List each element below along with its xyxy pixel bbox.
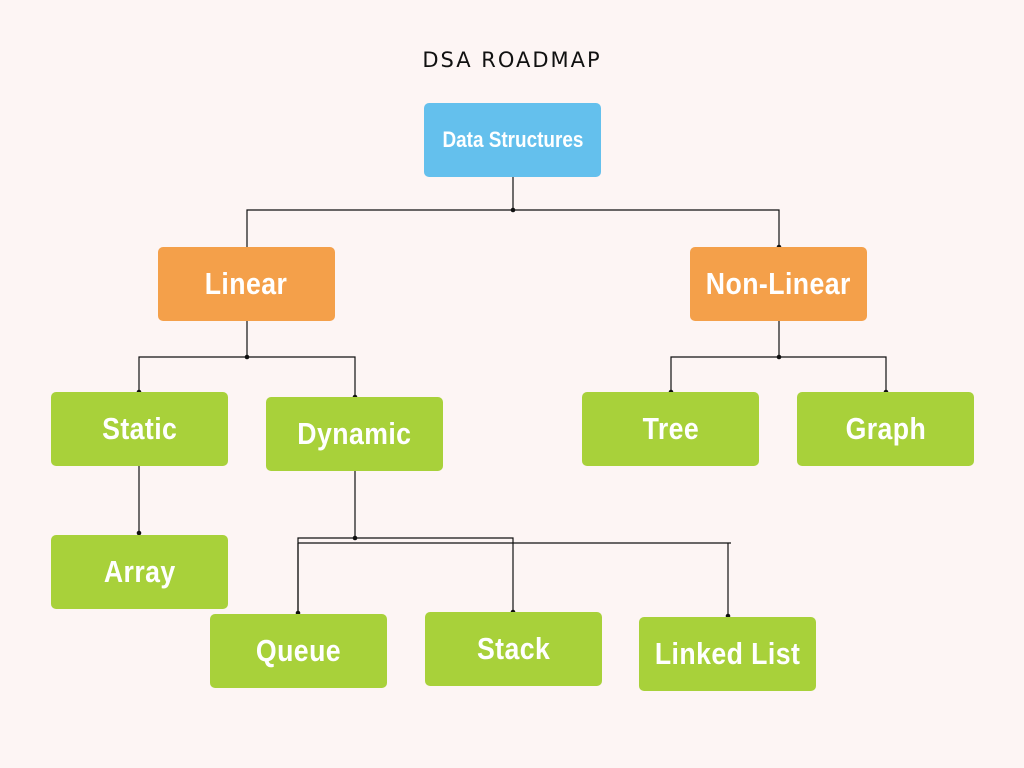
node-graph: Graph xyxy=(797,392,974,466)
node-label: Dynamic xyxy=(297,416,412,451)
edge-linear-dynamic xyxy=(247,356,356,397)
node-label: Graph xyxy=(845,411,926,446)
node-array: Array xyxy=(51,535,228,609)
node-label: Tree xyxy=(642,411,699,446)
node-data-structures: Data Structures xyxy=(424,103,601,177)
node-dynamic: Dynamic xyxy=(266,397,443,471)
edge-data-structures-linear xyxy=(246,175,514,247)
node-linked-list: Linked List xyxy=(639,617,816,691)
node-label: Linear xyxy=(205,266,288,301)
junction-dot xyxy=(352,535,358,541)
arrow-dot xyxy=(136,530,142,536)
edge-dynamic-stack xyxy=(355,537,514,612)
edge-non-linear-tree xyxy=(670,321,780,392)
node-label: Data Structures xyxy=(442,127,583,152)
page-title: DSA ROADMAP xyxy=(422,48,602,72)
node-label: Queue xyxy=(255,633,342,668)
node-label: Array xyxy=(103,554,176,589)
node-label: Non-Linear xyxy=(705,266,852,301)
node-tree: Tree xyxy=(582,392,759,466)
edge-dynamic-queue xyxy=(297,471,356,613)
node-static: Static xyxy=(51,392,228,466)
node-stack: Stack xyxy=(425,612,602,686)
node-queue: Queue xyxy=(210,614,387,688)
node-label: Stack xyxy=(476,631,551,666)
edge-data-structures-non-linear xyxy=(513,209,780,247)
junction-dot xyxy=(510,207,516,213)
edge-linear-static xyxy=(138,321,248,392)
junction-dot xyxy=(776,354,782,360)
node-non-linear: Non-Linear xyxy=(690,247,867,321)
node-linear: Linear xyxy=(158,247,335,321)
node-label: Static xyxy=(101,411,178,446)
junction-dot xyxy=(244,354,250,360)
edge-non-linear-graph xyxy=(779,356,887,392)
node-label: Linked List xyxy=(654,636,801,671)
